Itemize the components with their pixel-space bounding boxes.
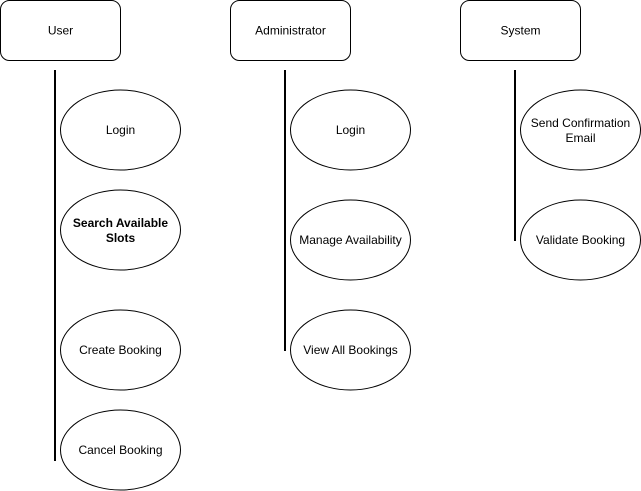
usecase-ellipse[interactable] [60,309,181,391]
usecase-ellipse[interactable] [290,89,411,171]
usecase-system-send-confirmation-email[interactable]: Send Confirmation Email [520,89,641,171]
usecase-label: Login [336,123,365,137]
actor-label-administrator: Administrator [255,24,326,38]
usecase-label: View All Bookings [303,343,398,357]
actor-label-system: System [500,24,540,38]
usecase-administrator-login[interactable]: Login [290,89,411,171]
usecase-label: Send Confirmation [531,116,630,130]
usecase-label: Cancel Booking [78,443,162,457]
usecase-user-create-booking[interactable]: Create Booking [60,309,181,391]
usecase-ellipse[interactable] [290,309,411,391]
usecase-label: Validate Booking [536,233,625,247]
actor-box-system[interactable] [460,0,581,61]
usecase-label: Search Available [73,216,168,230]
usecase-label: Slots [106,231,136,245]
usecase-administrator-manage-availability[interactable]: Manage Availability [290,199,411,281]
usecase-ellipse[interactable] [60,89,181,171]
usecase-label: Create Booking [79,343,162,357]
actor-label-user: User [48,24,73,38]
usecase-label: Login [106,123,135,137]
usecase-user-login[interactable]: Login [60,89,181,171]
usecase-system-validate-booking[interactable]: Validate Booking [520,199,641,281]
usecase-user-cancel-booking[interactable]: Cancel Booking [60,409,181,491]
actor-system[interactable]: System [460,0,581,61]
usecase-ellipse[interactable] [520,89,641,171]
actor-box-user[interactable] [0,0,121,61]
usecase-ellipse[interactable] [60,409,181,491]
usecase-ellipse[interactable] [60,189,181,271]
actor-administrator[interactable]: Administrator [230,0,351,61]
actor-user[interactable]: User [0,0,121,61]
usecase-administrator-view-all-bookings[interactable]: View All Bookings [290,309,411,391]
usecase-user-search-available-slots[interactable]: Search Available Slots [60,189,181,271]
actor-box-administrator[interactable] [230,0,351,61]
usecase-label: Manage Availability [299,233,402,247]
usecase-label: Email [565,131,595,145]
usecase-ellipse[interactable] [290,199,411,281]
